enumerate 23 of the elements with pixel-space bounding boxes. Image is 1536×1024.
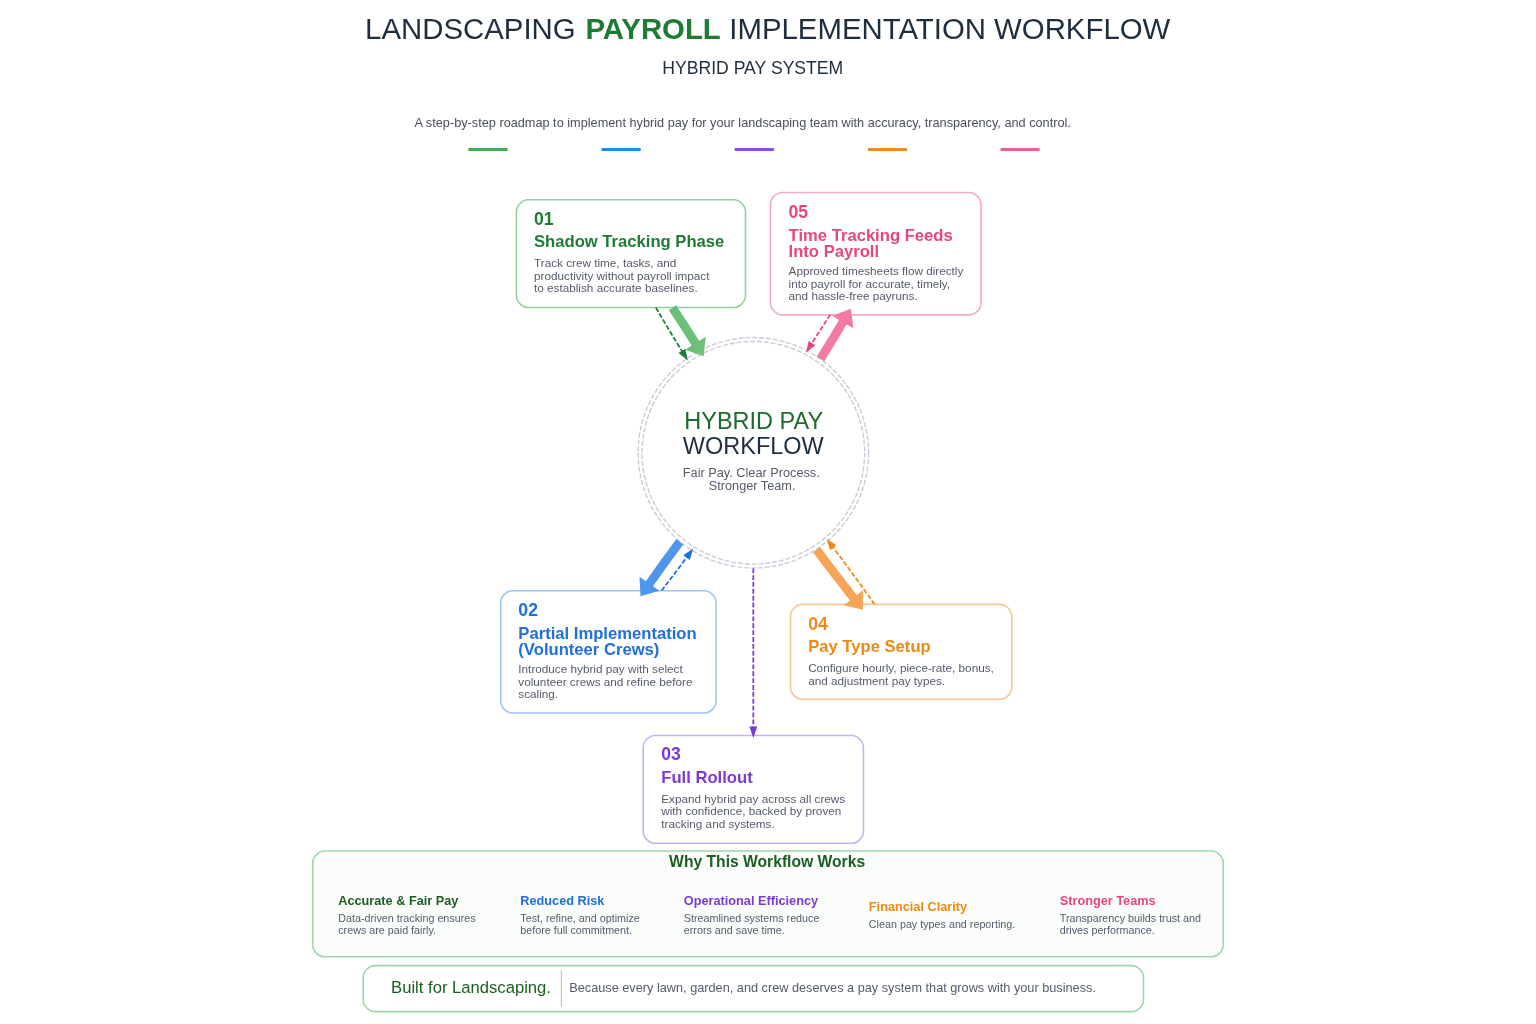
arrow (655, 306, 688, 361)
diagram-title: LANDSCAPING PAYROLL IMPLEMENTATION WORKFLOW (365, 11, 1171, 45)
arrow (639, 539, 684, 597)
label: HYBRID PAY SYSTEM (662, 58, 844, 79)
arrow (826, 538, 876, 606)
arrow (660, 548, 694, 592)
node-box: 03 Full Rollout Expand hybrid pay across all crews with confidence, backed by proven tracking and systems. (642, 734, 865, 845)
arrow (668, 305, 706, 357)
node-text: Reduced Risk Test, refine, and optimize before full commitment. (520, 893, 640, 937)
arrow (805, 314, 831, 353)
arrow (812, 547, 863, 610)
node-text: Operational Efficiency Streamlined systems reduce errors and save time. (683, 893, 820, 937)
node-text: Stronger Teams Transparency builds trust and drives performance. (1059, 893, 1201, 937)
node-text: Accurate & Fair Pay Data-driven tracking ensures crews are paid fairly. (338, 893, 476, 937)
node-box: 02 Partial Implementation (Volunteer Crews) Introduce hybrid pay with select volunteer crews and refine before scaling. (499, 589, 717, 714)
arrow (816, 308, 854, 362)
arrow (749, 567, 758, 738)
node-box: 04 Pay Type Setup Configure hourly, piece-rate, bonus, and adjustment pay types. (789, 603, 1013, 701)
node-box: Built for Landscaping. Because every lawn, garden, and crew deserves a pay system that grows with your business. (362, 964, 1145, 1013)
node-box: 01 Shadow Tracking Phase Track crew time, tasks, and productivity without payroll impact to establish accurate baselines. (515, 199, 747, 309)
label: A step-by-step roadmap to implement hybrid pay for your landscaping team with accuracy, transparency, and control. (414, 114, 1071, 130)
node-box: 05 Time Tracking Feeds Into Payroll Approved timesheets flow directly into payroll for accurate, timely, and hassle-free payruns. (769, 191, 982, 316)
node-text: Financial Clarity Clean pay types and reporting. (868, 899, 1016, 931)
